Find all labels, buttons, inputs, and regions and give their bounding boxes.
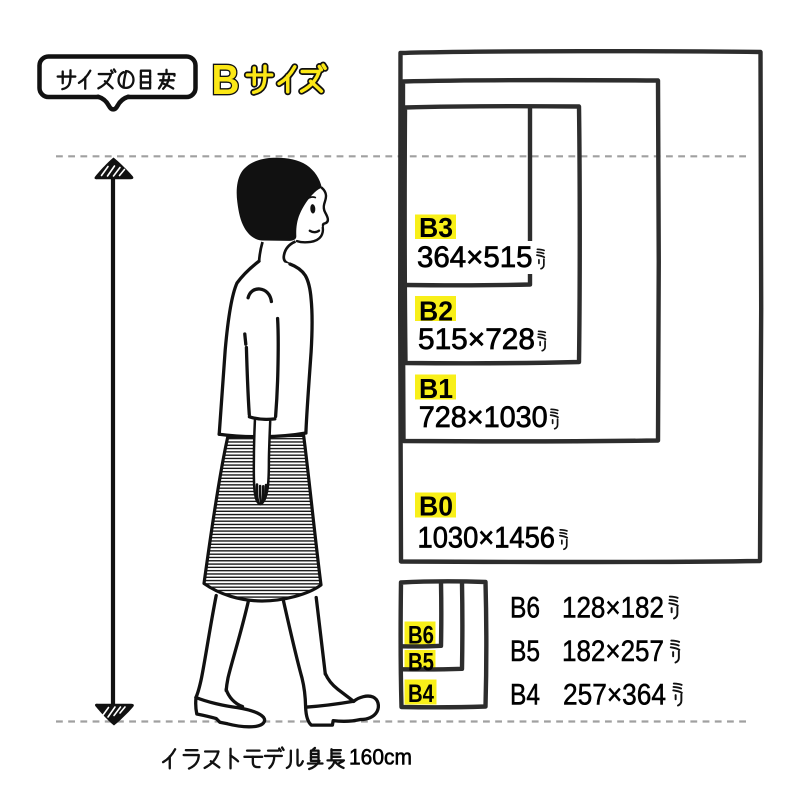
svg-text:B6: B6: [510, 592, 540, 625]
svg-text:B4: B4: [510, 679, 540, 712]
svg-text:182×257: 182×257: [562, 635, 664, 668]
svg-text:728×1030: 728×1030: [419, 401, 548, 434]
svg-text:1030×1456: 1030×1456: [418, 522, 556, 555]
svg-text:364×515: 364×515: [417, 241, 533, 274]
svg-text:B: B: [212, 56, 240, 103]
svg-text:B5: B5: [510, 635, 540, 668]
svg-text:B5: B5: [408, 649, 434, 677]
svg-text:B3: B3: [419, 212, 453, 243]
svg-text:B4: B4: [408, 680, 434, 708]
svg-text:257×364: 257×364: [563, 679, 666, 712]
svg-text:B1: B1: [419, 373, 453, 404]
svg-text:128×182: 128×182: [562, 592, 664, 625]
svg-text:160cm: 160cm: [349, 745, 412, 770]
svg-text:B2: B2: [419, 296, 453, 327]
svg-text:515×728: 515×728: [418, 323, 535, 356]
svg-text:B0: B0: [419, 491, 453, 522]
svg-text:B6: B6: [408, 622, 434, 650]
